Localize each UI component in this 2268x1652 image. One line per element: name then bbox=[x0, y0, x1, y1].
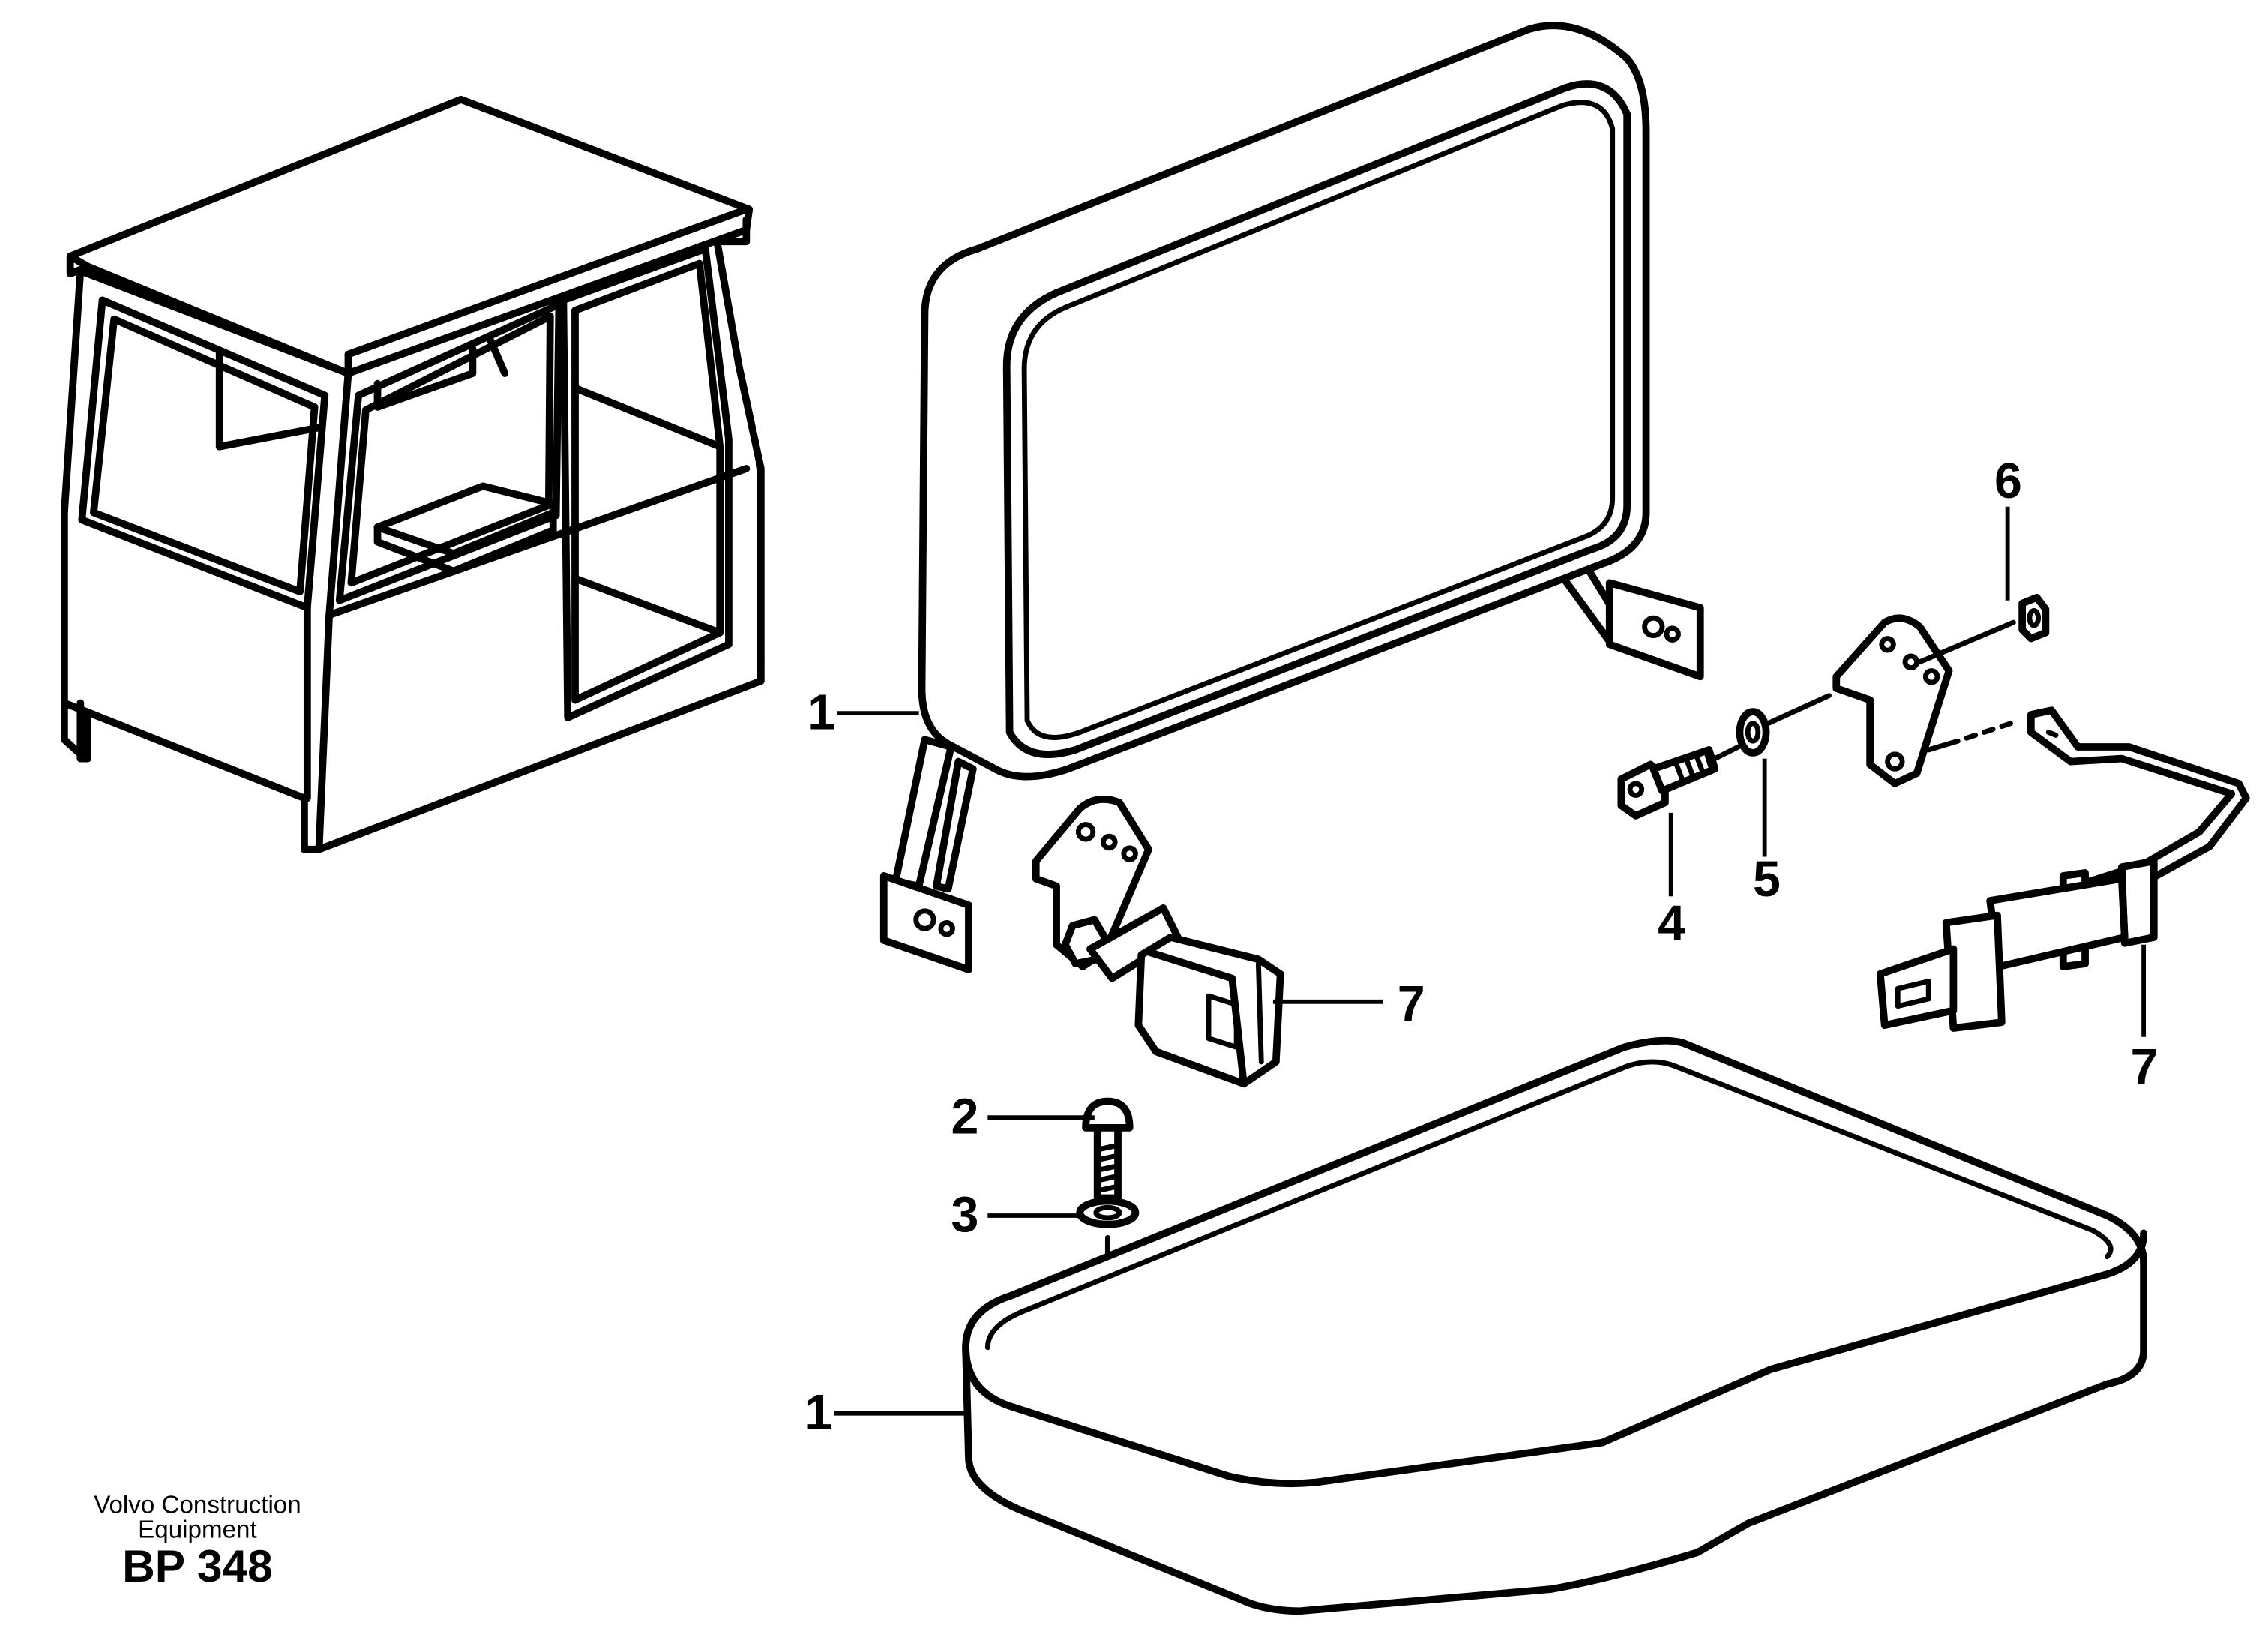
callout-backrest: 1 bbox=[807, 685, 835, 741]
bolt-illustration bbox=[1076, 1097, 1140, 1270]
leader-lines bbox=[834, 506, 2147, 1416]
seat-belt-illustration bbox=[1876, 706, 2250, 1032]
callout-seat: 1 bbox=[804, 1385, 832, 1441]
callout-screw: 4 bbox=[1658, 896, 1685, 952]
callout-nut: 6 bbox=[1994, 454, 2022, 509]
brand-line-1: Volvo Construction bbox=[94, 1491, 301, 1519]
drawing-code: BP 348 bbox=[122, 1540, 273, 1591]
callout-belt: 7 bbox=[2131, 1039, 2159, 1095]
callout-buckle: 7 bbox=[1398, 976, 1425, 1032]
brand-line-2: Equipment bbox=[138, 1516, 257, 1544]
callout-bolt: 2 bbox=[951, 1090, 979, 1145]
callout-washer: 3 bbox=[951, 1187, 979, 1243]
seat-cushion-illustration bbox=[962, 1036, 2147, 1615]
callout-washer-right: 5 bbox=[1753, 852, 1781, 907]
cab-illustration bbox=[60, 95, 765, 853]
fastener-set-illustration bbox=[1617, 593, 2050, 820]
buckle-illustration bbox=[1032, 795, 1284, 1088]
backrest-illustration bbox=[879, 22, 1704, 973]
